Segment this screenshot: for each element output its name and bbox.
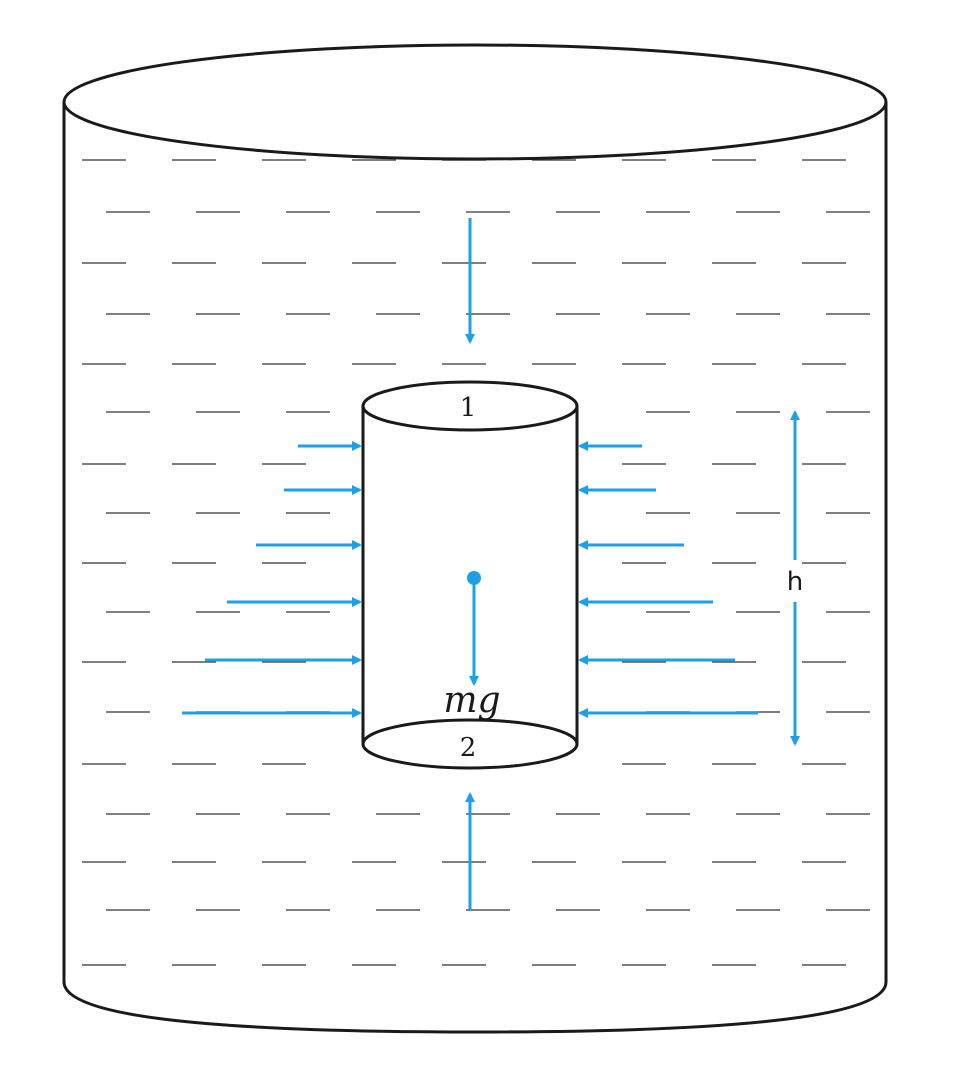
center-of-mass-dot	[467, 571, 481, 585]
cylinder-bottom-face	[361, 718, 579, 770]
bottom-face-label: 2	[460, 733, 477, 763]
liquid-surface-lines	[82, 159, 870, 966]
top-face-label: 1	[460, 393, 477, 423]
container-vessel	[62, 43, 888, 1034]
height-dimension: h	[787, 410, 803, 746]
force-arrows	[182, 218, 758, 910]
container-walls	[62, 102, 888, 1034]
weight-label: mg	[443, 680, 500, 721]
container-rim	[62, 43, 888, 161]
height-label: h	[787, 567, 803, 597]
cylinder-top-face	[361, 380, 579, 432]
